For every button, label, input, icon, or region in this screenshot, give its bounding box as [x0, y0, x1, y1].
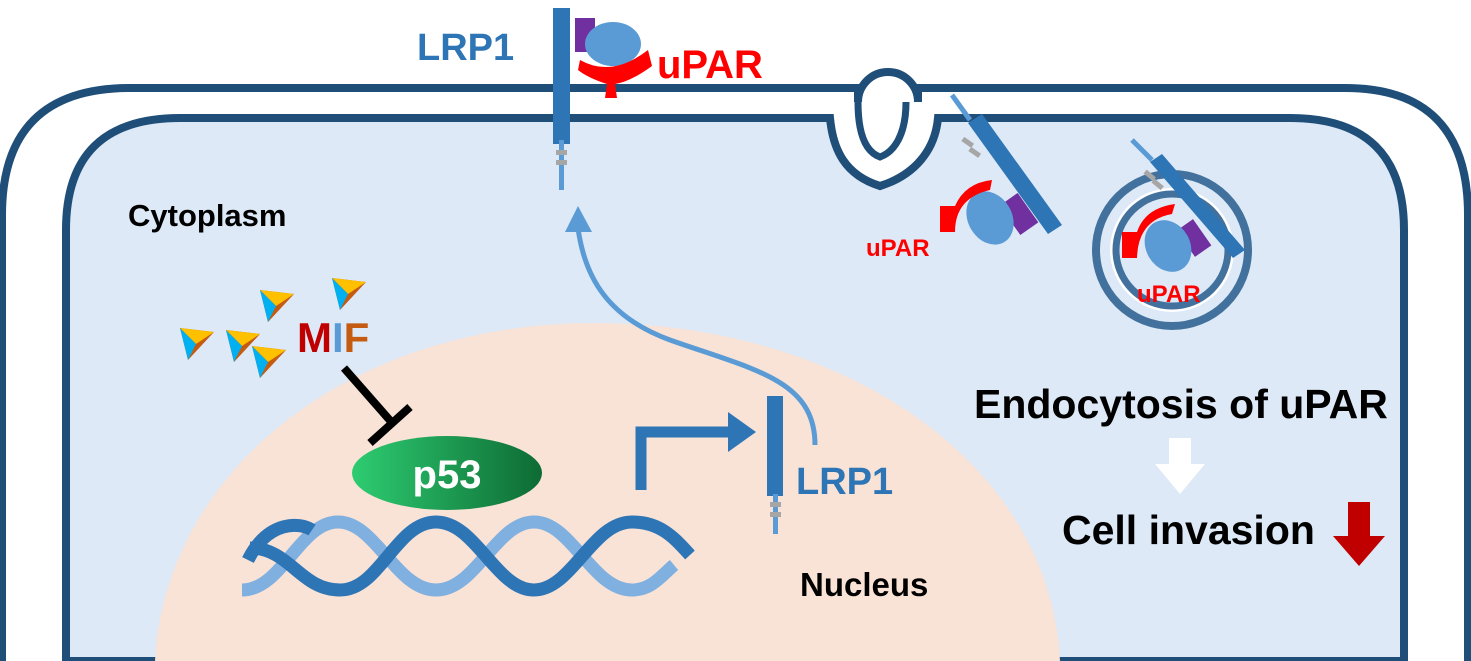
lrp1-membrane-label: LRP1	[417, 27, 514, 69]
lrp1-pit-receptor	[940, 93, 1062, 245]
lrp1-nucleus-label: LRP1	[796, 461, 893, 503]
mif-molecules	[180, 278, 366, 378]
p53-oval	[352, 436, 542, 510]
outer-membrane	[0, 68, 1471, 661]
cell-invasion-label: Cell invasion	[1062, 507, 1315, 553]
mif-triangle-icon	[226, 330, 260, 362]
dna-helix-icon	[241, 515, 695, 597]
p53-label: p53	[413, 453, 482, 497]
mif-label: MIF	[297, 314, 369, 361]
white-arrow-icon	[1155, 438, 1205, 494]
mif-letter-i: I	[332, 314, 344, 361]
upar-vesicle-label: uPAR	[1137, 281, 1201, 308]
mif-triangle-icon	[180, 328, 214, 360]
lrp1-membrane-receptor	[553, 8, 652, 190]
mif-triangle-icon	[252, 346, 286, 378]
mif-letter-m: M	[297, 314, 332, 361]
upar-membrane-label: uPAR	[657, 43, 763, 87]
endocytosis-label: Endocytosis of uPAR	[974, 381, 1388, 427]
cytoplasm-label: Cytoplasm	[128, 198, 286, 233]
inhibition-arrow-icon	[340, 365, 413, 446]
endosome-vesicle	[1092, 138, 1252, 330]
nucleus-label: Nucleus	[800, 566, 928, 603]
transcription-arrow-icon	[635, 412, 756, 490]
mif-triangle-icon	[260, 290, 294, 322]
lrp1-nucleus-gene	[767, 396, 783, 534]
mif-letter-f: F	[344, 314, 370, 361]
mif-triangle-icon	[332, 278, 366, 310]
upar-pit-label: uPAR	[866, 235, 930, 262]
down-arrow-icon	[1333, 502, 1385, 566]
trafficking-arrow-icon	[565, 206, 818, 446]
